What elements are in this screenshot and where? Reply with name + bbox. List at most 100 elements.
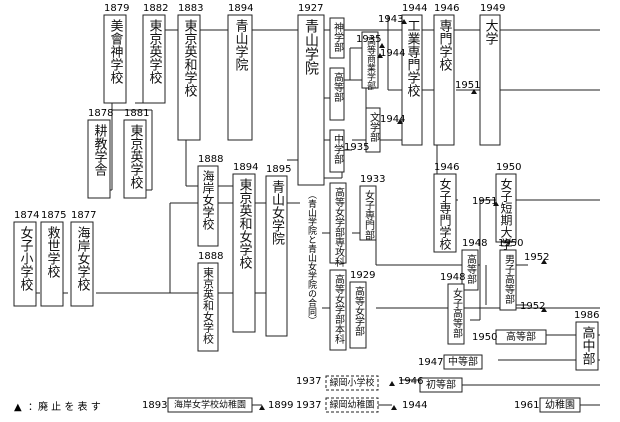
legend: ▲ ：廃 止 を 表 す [14, 400, 101, 413]
box-koto-shogyo-gakubu: 高等商業学部 [361, 31, 379, 91]
box-kosho-gakusha: 耕教学舎 [87, 119, 111, 199]
abolished-triangle-icon [493, 201, 499, 206]
school-boxes: 女子小学校救世学校海岸女学校耕教学舎美會神学校東京英学校東京英学校東京英和学校海… [13, 14, 599, 413]
box-label-kotobu-1950: 高等部 [506, 330, 536, 343]
box-label-midorioka-shogakko: 緑岡小学校 [329, 377, 374, 389]
box-daigaku: 大学 [479, 14, 501, 146]
year-1935b: 1935 [344, 142, 369, 153]
box-koto-jogakubu-senkoka: 高等女学部専攻科 [329, 182, 347, 268]
year-1947: 1947 [418, 357, 443, 368]
aoyama-gakuin-note: （青山学院と青山女学院の合同） [306, 190, 317, 325]
year-1927: 1927 [298, 3, 323, 14]
box-label-koto-shogyo-gakubu: 高等商業学部 [365, 35, 376, 91]
box-label-kotobu: 高等部 [332, 71, 344, 103]
box-label-yochien: 幼稚園 [545, 398, 575, 411]
year-1879: 1879 [104, 3, 129, 14]
box-bika-shingakko: 美會神学校 [103, 14, 127, 104]
year-1944c: 1944 [402, 3, 427, 14]
box-kotobu: 高等部 [329, 67, 345, 121]
year-1893: 1893 [142, 400, 167, 411]
box-label-shotobu: 初等部 [426, 378, 456, 391]
box-chutobu: 中等部 [443, 354, 483, 370]
box-label-joshi-senmonbu: 女子専門部 [363, 189, 375, 241]
box-label-aoyama-gakuin-1894: 青山学院 [233, 19, 249, 71]
box-kaigan-jogakko-1877: 海岸女学校 [70, 221, 94, 307]
box-tokyo-eigakko-1882: 東京英学校 [142, 14, 166, 104]
box-label-kochubu: 高中部 [580, 325, 596, 365]
box-kyusei-gakko: 救世学校 [40, 221, 64, 307]
box-shotobu: 初等部 [419, 377, 463, 393]
abolished-triangle-icon [259, 405, 265, 410]
box-kaigan-jogakko-1888: 海岸女学校 [197, 165, 219, 247]
abolished-triangle-icon [541, 259, 547, 264]
box-label-bungakubu: 文学部 [368, 111, 380, 143]
box-label-aoyama-gakuin-1927: 青山学院 [303, 19, 319, 76]
box-label-joshi-shogakko: 女子小学校 [18, 225, 34, 291]
year-1950c: 1950 [472, 332, 497, 343]
box-label-shingakubu: 神学部 [332, 21, 344, 53]
abolished-triangle-icon [389, 381, 395, 386]
box-label-koto-jogakubu-senkoka: 高等女学部専攻科 [333, 186, 345, 268]
year-1895: 1895 [266, 164, 291, 175]
box-tokyo-eiwa-jogakko-1888: 東京英和女学校 [197, 262, 219, 352]
abolished-triangle-icon [471, 89, 477, 94]
year-1949: 1949 [480, 3, 505, 14]
box-danshi-kotobu: 男子高等部 [499, 249, 517, 311]
box-joshi-senmonbu: 女子専門部 [359, 185, 377, 241]
legend-symbol: ▲ [14, 402, 22, 413]
box-joshi-tanki-daigaku: 女子短期大学 [495, 173, 517, 250]
year-1937a: 1937 [296, 376, 321, 387]
box-koto-jogakubu-honka: 高等女学部本科 [329, 269, 347, 351]
year-1944d: 1944 [402, 400, 427, 411]
box-label-kaigan-jogakko-1877: 海岸女学校 [75, 226, 91, 291]
box-label-bika-shingakko: 美會神学校 [108, 19, 124, 84]
box-label-koto-jogakubu: 高等女学部 [353, 285, 365, 337]
year-1944b: 1944 [380, 114, 405, 125]
year-1948b: 1948 [440, 272, 465, 283]
box-label-joshi-tanki-daigaku: 女子短期大学 [499, 177, 513, 250]
box-aoyama-jogakuin: 青山女学院 [265, 175, 288, 337]
year-1943: 1943 [378, 14, 403, 25]
box-midorioka-shogakko: 緑岡小学校 [325, 375, 379, 391]
box-shingakubu: 神学部 [329, 17, 345, 59]
box-label-koto-jogakubu-honka: 高等女学部本科 [333, 273, 345, 345]
year-1875: 1875 [41, 210, 66, 221]
year-1935a: 1935 [356, 34, 381, 45]
year-1952a: 1952 [524, 252, 549, 263]
year-1883: 1883 [178, 3, 203, 14]
year-1899: 1899 [268, 400, 293, 411]
year-1948a: 1948 [462, 238, 487, 249]
year-1946c: 1946 [398, 376, 423, 387]
box-joshi-kotobu: 女子高等部 [447, 283, 465, 345]
box-label-kyusei-gakko: 救世学校 [45, 225, 61, 278]
year-1933: 1933 [360, 174, 385, 185]
box-aoyama-gakuin-1894: 青山学院 [227, 14, 253, 141]
box-joshi-shogakko: 女子小学校 [13, 221, 37, 307]
box-midorioka-yochien: 緑岡幼稚園 [325, 397, 379, 413]
box-label-tokyo-eiwa-jogakko-1894: 東京英和女学校 [237, 177, 253, 269]
box-label-kosho-gakusha: 耕教学舎 [92, 123, 108, 177]
box-bungakubu: 文学部 [365, 107, 381, 153]
box-koto-jogakubu: 高等女学部 [349, 281, 367, 349]
box-kochubu: 高中部 [575, 321, 599, 371]
box-tokyo-eiwa-gakko: 東京英和学校 [177, 14, 201, 141]
year-1929: 1929 [350, 270, 375, 281]
box-label-aoyama-jogakuin: 青山女学院 [269, 180, 285, 245]
abolished-triangle-icon [379, 43, 385, 48]
year-1951a: 1951 [455, 80, 480, 91]
box-label-tokyo-eigakko-1881: 東京英学校 [128, 123, 144, 189]
abolished-triangle-icon [377, 53, 383, 58]
box-yochien: 幼稚園 [539, 397, 581, 413]
box-label-kaigan-jogakko-1888: 海岸女学校 [201, 169, 215, 230]
year-1894a: 1894 [233, 162, 258, 173]
box-kogyo-senmon-gakko: 工業専門学校 [401, 14, 423, 146]
year-1950b: 1950 [498, 238, 523, 249]
abolished-triangle-icon [401, 19, 407, 24]
box-label-senmon-gakko: 専門学校 [437, 19, 453, 71]
year-1946a: 1946 [434, 3, 459, 14]
year-1937b: 1937 [296, 400, 321, 411]
box-chugakubu: 中学部 [329, 129, 345, 173]
aoyama-note-label: （青山学院と青山女学院の合同） [306, 190, 317, 325]
box-label-chugakubu: 中学部 [332, 133, 344, 165]
year-1874: 1874 [14, 210, 39, 221]
